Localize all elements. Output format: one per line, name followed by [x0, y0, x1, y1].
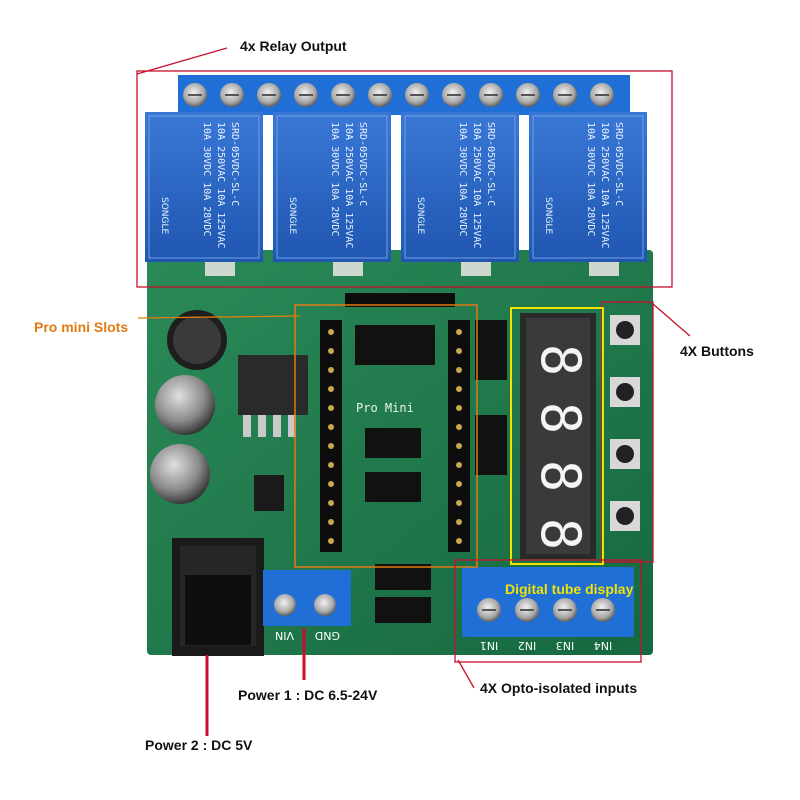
- tube-digit: 8: [529, 518, 592, 551]
- input-silk-label: IN3: [556, 639, 574, 652]
- push-buttons: [610, 315, 640, 531]
- opto-inputs-leader: [457, 659, 475, 689]
- tube-digit: 8: [529, 402, 592, 435]
- relay-spec-text: SRD-05VDC-SL-C: [357, 122, 368, 206]
- buttons-leader: [652, 303, 691, 337]
- input-silk-label: IN4: [594, 639, 612, 652]
- pro-mini-leader: [137, 315, 301, 319]
- tube-digit: 8: [529, 460, 592, 493]
- pro-mini-header-left: [320, 320, 342, 552]
- power-gnd-silk: GND: [315, 629, 340, 642]
- relay-spec-text: SRD-05VDC-SL-C: [485, 122, 496, 206]
- small-chip: [254, 475, 284, 511]
- relay-spec-text: 10A 30VDC 10A 28VDC: [585, 122, 596, 236]
- power-vin-silk: VIN: [275, 629, 294, 642]
- input-terminal-screws: [477, 598, 615, 622]
- power-terminal-block: [263, 570, 351, 626]
- ic-u4: [475, 320, 507, 380]
- capacitor-2: [155, 375, 215, 435]
- power1-label: Power 1 : DC 6.5-24V: [238, 687, 378, 703]
- relay-terminal-screws: [183, 83, 614, 107]
- power-screw-2: [314, 594, 336, 616]
- opto-inputs-label: 4X Opto-isolated inputs: [480, 680, 637, 696]
- capacitor-3: [150, 444, 210, 504]
- relay-output-box: [136, 70, 673, 288]
- relay-spec-text: SRD-05VDC-SL-C: [229, 122, 240, 206]
- input-silk-label: IN2: [518, 639, 536, 652]
- relay-brand-text: SONGLE: [415, 197, 425, 235]
- relay-brand-text: SONGLE: [543, 197, 553, 235]
- relay-spec-text: SRD-05VDC-SL-C: [613, 122, 624, 206]
- digital-tube-label: Digital tube display: [505, 581, 634, 597]
- relay-spec-text: 10A 250VAC 10A 125VAC: [471, 122, 482, 248]
- dc-jack: [172, 538, 264, 656]
- tube-digit: 8: [529, 344, 592, 377]
- relay-spec-text: 10A 30VDC 10A 28VDC: [329, 122, 340, 236]
- ic-u3: [355, 325, 435, 365]
- optocoupler-1: [365, 428, 421, 458]
- pro-mini-box: [294, 304, 478, 568]
- input-silk-label: IN1: [480, 639, 498, 652]
- digital-tube-box: [510, 307, 604, 565]
- ic-u5: [475, 415, 507, 475]
- optocoupler-3: [375, 564, 431, 590]
- voltage-regulator: [238, 355, 308, 437]
- capacitors: [150, 310, 227, 504]
- power-screw-1: [274, 594, 296, 616]
- input-silk-labels: IN1 IN2 IN3 IN4: [480, 639, 612, 652]
- opto-inputs-box: [454, 559, 642, 663]
- pro-mini-top-header: [345, 293, 455, 307]
- relay-spec-text: 10A 250VAC 10A 125VAC: [599, 122, 610, 248]
- relay-spec-text: 10A 250VAC 10A 125VAC: [343, 122, 354, 248]
- relay-output-label: 4x Relay Output: [240, 38, 347, 54]
- relay-spec-text: 10A 30VDC 10A 28VDC: [457, 122, 468, 236]
- relay-spec-text: 10A 30VDC 10A 28VDC: [201, 122, 212, 236]
- header-holes: [328, 329, 462, 544]
- optocoupler-4: [375, 597, 431, 623]
- buttons-label: 4X Buttons: [680, 343, 754, 359]
- power2-label: Power 2 : DC 5V: [145, 737, 253, 753]
- optocoupler-2: [365, 472, 421, 502]
- relay-brand-text: SONGLE: [159, 197, 169, 235]
- relay-output-leader: [136, 47, 228, 75]
- relay-spec-text: 10A 250VAC 10A 125VAC: [215, 122, 226, 248]
- pro-mini-silk-label: Pro Mini: [356, 401, 414, 415]
- pro-mini-header-right: [448, 320, 470, 552]
- pro-mini-slots-label: Pro mini Slots: [34, 319, 128, 335]
- relay-brand-text: SONGLE: [287, 197, 297, 235]
